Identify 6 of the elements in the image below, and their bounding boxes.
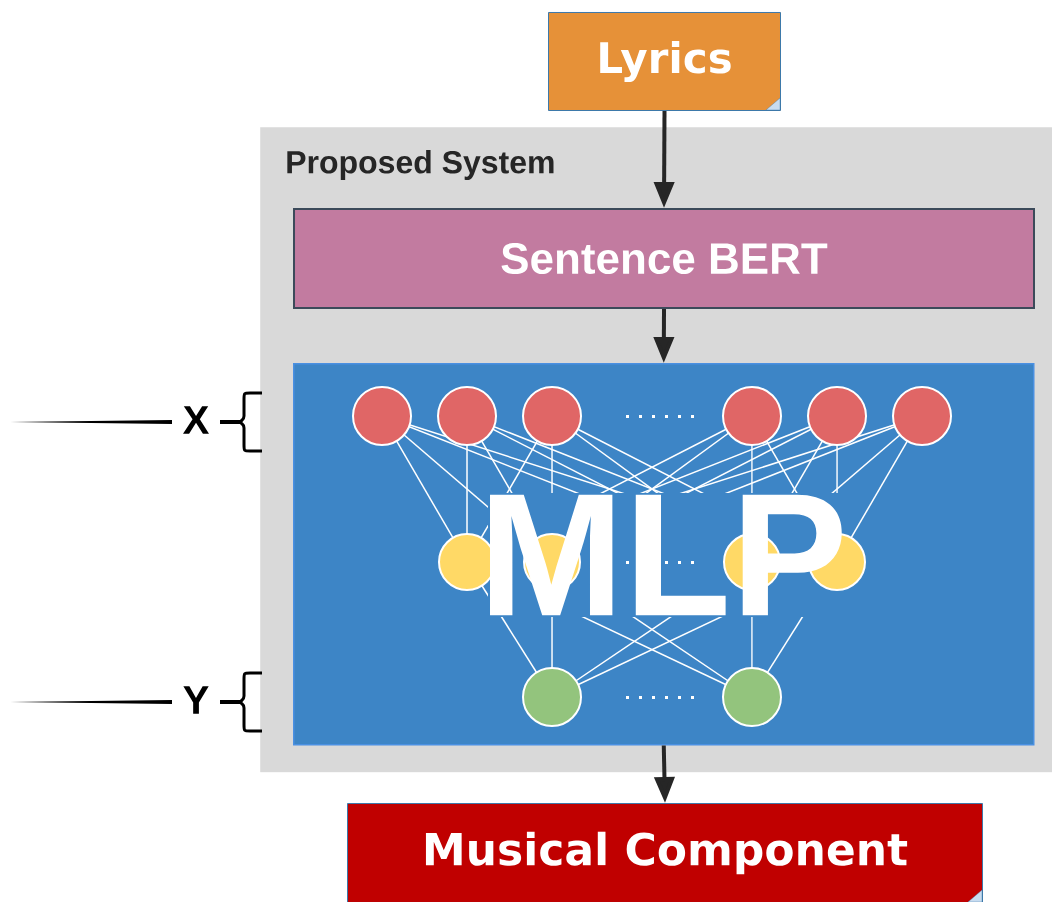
side-label: Y: [183, 686, 209, 714]
process-box: Sentence BERT: [293, 208, 1035, 309]
box-heading: Proposed System: [287, 150, 554, 180]
note-box: Lyrics: [548, 12, 781, 111]
side-label: X: [183, 406, 209, 434]
note-box: Musical Component: [347, 803, 983, 902]
